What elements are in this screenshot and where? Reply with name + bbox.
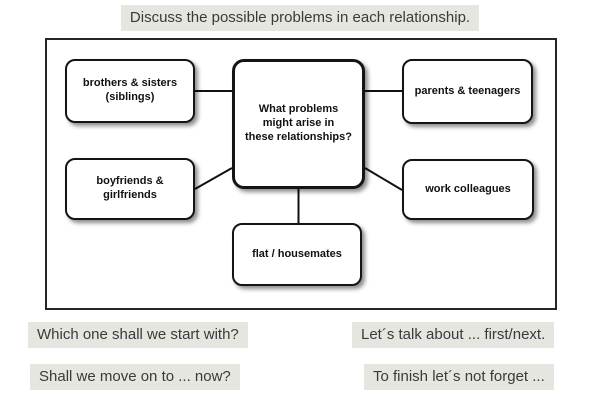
phrase-which-one-start: Which one shall we start with? bbox=[28, 322, 248, 348]
node-label: parents & teenagers bbox=[414, 84, 521, 97]
node-flat-housemates: flat / housemates bbox=[232, 223, 362, 286]
connector-center-colleagues bbox=[364, 167, 403, 191]
node-label: brothers & sisters (siblings) bbox=[82, 77, 178, 103]
node-central-question: What problems might arise in these relat… bbox=[232, 59, 365, 189]
node-label: boyfriends & girlfriends bbox=[96, 175, 164, 201]
connector-lines bbox=[194, 90, 403, 223]
diagram-frame: brothers & sisters (siblings) What probl… bbox=[45, 38, 557, 310]
phrase-shall-we-move-on: Shall we move on to ... now? bbox=[30, 364, 240, 390]
node-brothers-sisters: brothers & sisters (siblings) bbox=[65, 59, 195, 123]
node-work-colleagues: work colleagues bbox=[402, 159, 534, 220]
phrase-to-finish: To finish let´s not forget ... bbox=[364, 364, 554, 390]
page-title: Discuss the possible problems in each re… bbox=[120, 5, 480, 31]
connector-boyfriends-center bbox=[194, 167, 233, 190]
node-label: work colleagues bbox=[425, 182, 511, 195]
node-boyfriends-girlfriends: boyfriends & girlfriends bbox=[65, 158, 195, 220]
node-label: flat / housemates bbox=[252, 247, 342, 260]
node-label: What problems might arise in these relat… bbox=[245, 103, 352, 143]
phrase-lets-talk-about: Let´s talk about ... first/next. bbox=[352, 322, 555, 348]
node-parents-teenagers: parents & teenagers bbox=[402, 59, 533, 124]
